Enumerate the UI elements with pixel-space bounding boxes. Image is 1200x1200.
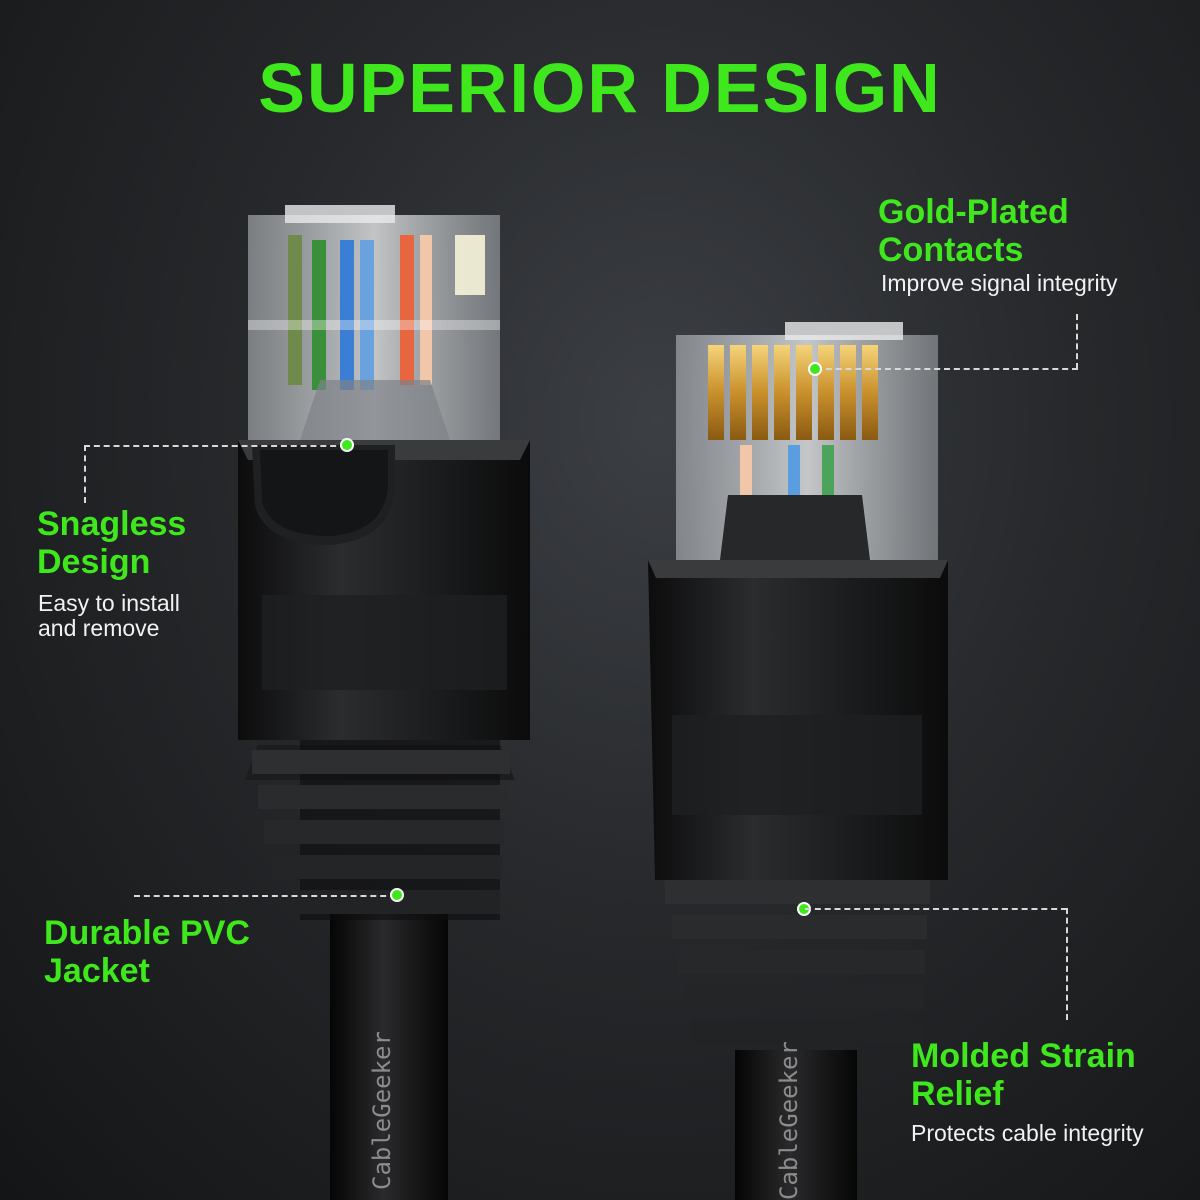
right-cable	[735, 1050, 857, 1200]
durable-jacket-title: Durable PVC Jacket	[44, 914, 250, 990]
snagless-leader-vertical	[84, 445, 86, 503]
right-clear-plug	[676, 322, 938, 560]
right-cable-print: CableGeeker	[775, 1041, 803, 1200]
left-rj45-connector	[238, 205, 530, 1200]
left-strain-relief	[245, 738, 515, 920]
gold-plated-title: Gold-Plated Contacts	[878, 193, 1069, 269]
durable-jacket-leader	[134, 895, 396, 897]
gold-plated-marker-dot	[808, 362, 822, 376]
strain-relief-title: Molded Strain Relief	[911, 1037, 1136, 1113]
snagless-marker-dot	[340, 438, 354, 452]
gold-plated-leader-vertical	[1076, 314, 1078, 369]
snagless-description: Easy to install and remove	[38, 590, 180, 641]
strain-relief-description: Protects cable integrity	[911, 1120, 1144, 1146]
left-clear-plug	[248, 205, 500, 440]
strain-relief-leader-vertical	[1066, 908, 1068, 1020]
snagless-leader-horizontal	[84, 445, 346, 447]
gold-plated-description: Improve signal integrity	[881, 270, 1118, 296]
snagless-title: Snagless Design	[37, 505, 187, 581]
right-strain-relief	[665, 880, 930, 1044]
durable-jacket-marker-dot	[390, 888, 404, 902]
left-cable	[330, 905, 448, 1200]
page-title: SUPERIOR DESIGN	[258, 49, 942, 127]
strain-relief-leader-horizontal	[805, 908, 1067, 910]
left-cable-print: CableGeeker	[368, 1031, 396, 1190]
gold-plated-leader-horizontal	[816, 368, 1078, 370]
right-rj45-connector	[648, 322, 948, 1200]
